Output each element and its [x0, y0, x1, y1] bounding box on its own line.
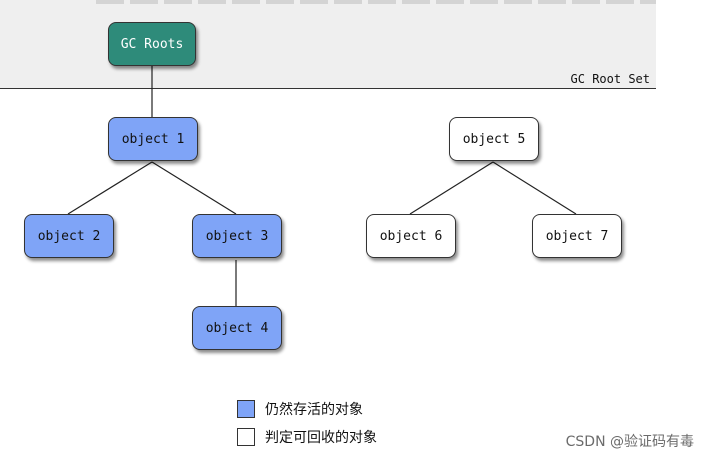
object-5-node: object 5 [449, 117, 539, 161]
gc-roots-node: GC Roots [108, 22, 196, 66]
edge-object1-object2 [67, 161, 153, 215]
object-1-label: object 1 [121, 131, 185, 147]
watermark: CSDN @验证码有毒 [565, 434, 694, 450]
object-6-node: object 6 [366, 214, 456, 258]
gc-roots-label: GC Roots [120, 36, 184, 52]
legend-swatch-alive [237, 400, 255, 418]
object-4-label: object 4 [205, 320, 269, 336]
object-3-label: object 3 [205, 228, 269, 244]
legend-label-collectable: 判定可回收的对象 [265, 430, 377, 446]
legend-item-collectable: 判定可回收的对象 [237, 426, 377, 448]
object-7-label: object 7 [545, 228, 609, 244]
object-7-node: object 7 [532, 214, 622, 258]
object-4-node: object 4 [192, 306, 282, 350]
object-3-node: object 3 [192, 214, 282, 258]
edge-object5-object6 [409, 161, 494, 215]
object-2-node: object 2 [24, 214, 114, 258]
legend-item-alive: 仍然存活的对象 [237, 398, 377, 420]
legend: 仍然存活的对象 判定可回收的对象 [237, 398, 377, 454]
cropped-top-text [96, 0, 656, 4]
edge-object5-object7 [492, 161, 577, 215]
legend-label-alive: 仍然存活的对象 [265, 402, 363, 418]
gc-root-set-label: GC Root Set [570, 72, 650, 86]
object-1-node: object 1 [108, 117, 198, 161]
object-2-label: object 2 [37, 228, 101, 244]
object-5-label: object 5 [462, 131, 526, 147]
edge-object1-object3 [151, 161, 237, 215]
legend-swatch-collectable [237, 428, 255, 446]
object-6-label: object 6 [379, 228, 443, 244]
